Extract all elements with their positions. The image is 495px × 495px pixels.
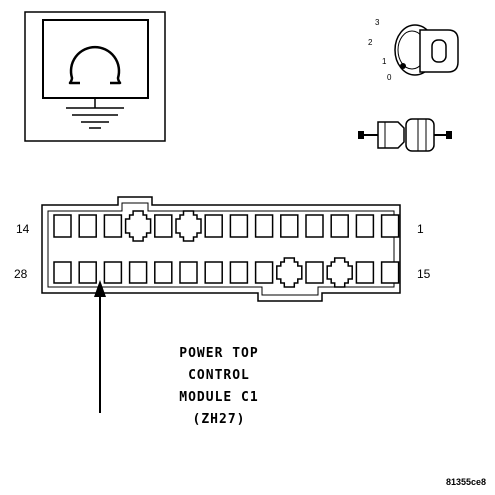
pin-cavity-6 [254,214,274,238]
pin-cavity-19 [276,257,303,288]
pin-label-28: 28 [14,267,28,281]
pin-cavity-25 [128,261,148,284]
ignition-position-3: 3 [375,18,380,27]
pin-cavity-28 [53,261,72,284]
pin-cavity-13 [78,214,97,238]
pin-cavity-1 [380,214,400,238]
pin-cavity-16 [355,261,375,284]
pin-cavity-27 [78,261,97,284]
pin-cavity-12 [103,214,123,238]
pin-cavity-14 [53,214,72,238]
pin-cavity-17 [326,257,353,288]
pin-row-bottom [53,257,400,288]
pin-cavity-7 [229,214,249,238]
pin-label-15: 15 [417,267,431,281]
pin-cavity-20 [254,261,274,284]
pin-cavity-15 [380,261,400,284]
pin-cavity-10 [154,214,173,238]
module-label-line-4: (ZH27) [193,412,246,427]
module-label-line-1: POWER TOP [179,346,258,361]
pin-cavity-11 [124,210,152,242]
module-label-line-2: CONTROL [188,368,250,383]
module-label: POWER TOP CONTROL MODULE C1 (ZH27) [179,346,258,427]
ignition-position-2: 2 [368,38,373,47]
ignition-position-1: 1 [382,57,387,66]
ignition-position-0: 0 [387,73,392,82]
pin-cavity-22 [204,261,223,284]
pin-cavity-23 [179,261,198,284]
pointer-arrow [94,280,106,413]
pin-cavity-24 [154,261,173,284]
ground-icon [66,98,124,129]
pin-label-14: 14 [16,222,30,236]
terminal-icon [358,118,452,152]
figure-id: 81355ce8 [446,477,486,487]
omega-icon [68,45,122,85]
pin-label-1: 1 [417,222,424,236]
pin-cavity-8 [204,214,223,238]
pin-cavity-5 [280,214,299,238]
pin-cavity-3 [330,214,349,238]
pin-row-top [53,210,400,242]
pin-cavity-2 [355,214,375,238]
pin-cavity-18 [305,261,324,284]
pin-cavity-26 [103,261,123,284]
pin-cavity-4 [305,214,324,238]
module-label-line-3: MODULE C1 [179,390,258,405]
pin-cavity-9 [175,210,202,242]
pin-cavity-21 [229,261,249,284]
ohmmeter-symbol [24,11,166,142]
connector-face [41,196,401,302]
ignition-key-icon: 3 2 1 0 [368,18,459,82]
